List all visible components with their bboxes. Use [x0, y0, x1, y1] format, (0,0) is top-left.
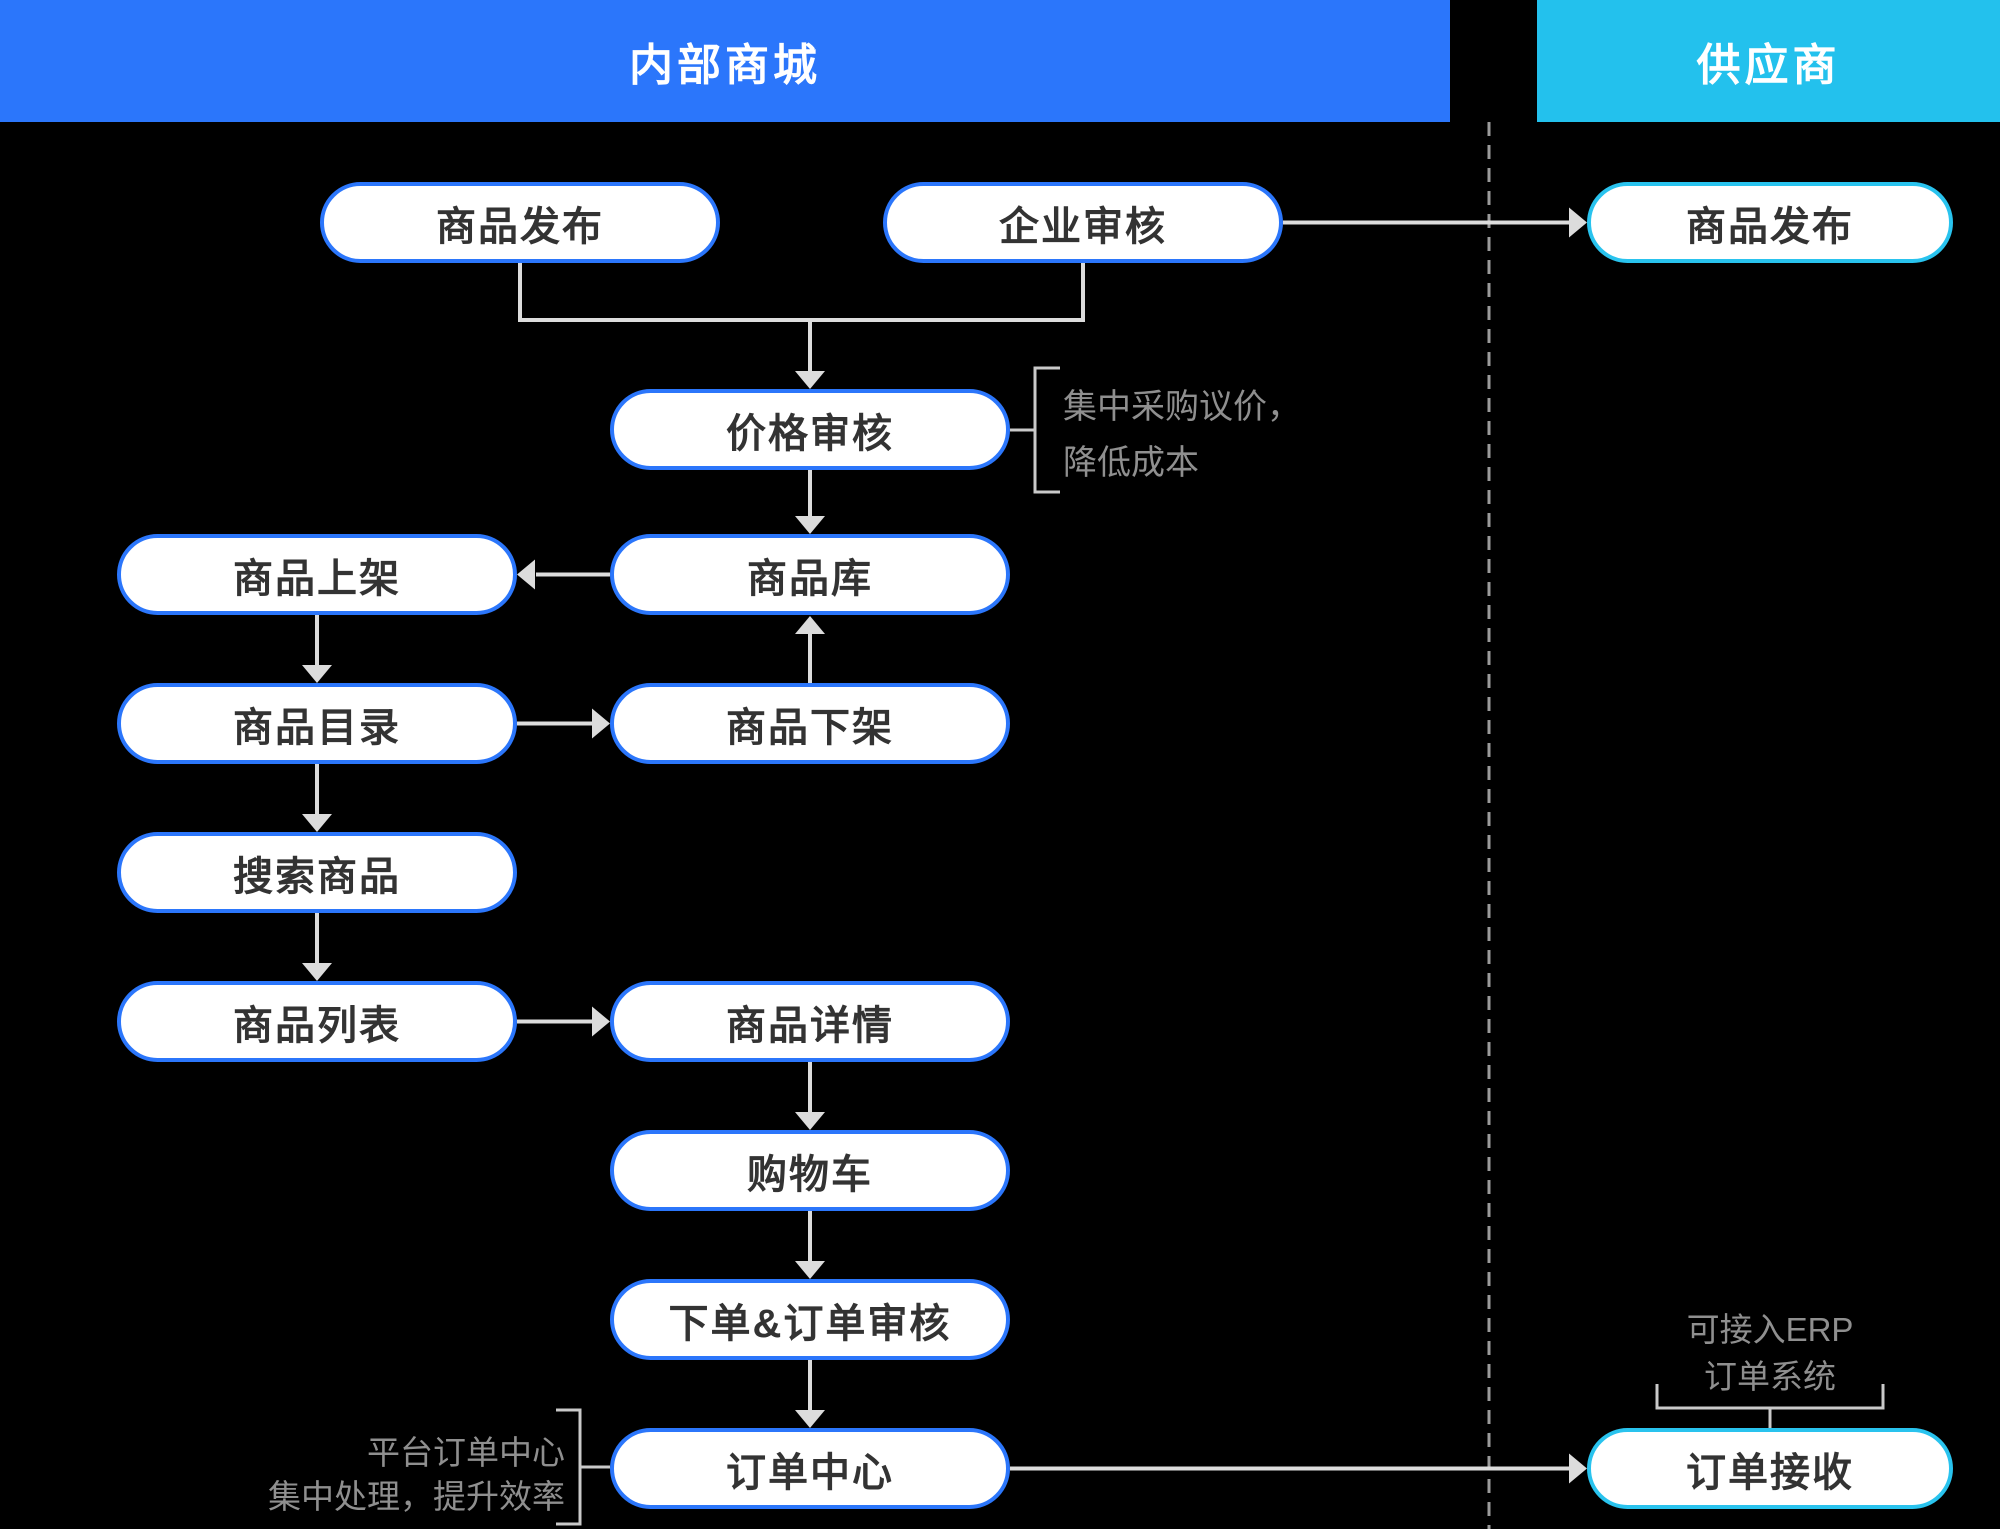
header-supplier-title: 供应商	[1696, 41, 1841, 90]
note-price-review-line1: 集中采购议价，	[1063, 388, 1301, 426]
note-order-center-line1: 平台订单中心	[367, 1434, 565, 1471]
node-shopping-cart-label: 购物车	[747, 1152, 873, 1197]
arrowhead-to-receive-icon	[1569, 1453, 1587, 1484]
node-product-list-label: 商品列表	[233, 1003, 401, 1048]
node-publish-internal-label: 商品发布	[436, 204, 604, 249]
node-product-library-label: 商品库	[747, 556, 873, 601]
node-enterprise-review-label: 企业审核	[999, 204, 1167, 249]
bracket-order-center-note	[556, 1408, 610, 1526]
node-publish-internal[interactable]: 商品发布	[320, 182, 720, 263]
arrowhead-to-supplier-publish-icon	[1569, 207, 1587, 238]
node-product-detail[interactable]: 商品详情	[610, 981, 1010, 1062]
header-internal-mall: 内部商城	[0, 0, 1450, 122]
node-product-off-shelf-label: 商品下架	[726, 705, 894, 750]
arrowhead-to-onshelf-icon	[517, 559, 535, 590]
arrowhead-to-search-icon	[302, 814, 332, 832]
node-product-list[interactable]: 商品列表	[117, 981, 517, 1062]
node-order-center[interactable]: 订单中心	[610, 1428, 1010, 1509]
note-order-center: 平台订单中心 集中处理，提升效率	[268, 1431, 565, 1519]
node-price-review[interactable]: 价格审核	[610, 389, 1010, 470]
node-order-receive[interactable]: 订单接收	[1587, 1428, 1953, 1509]
arrowhead-to-price-review-icon	[795, 371, 825, 389]
node-order-receive-label: 订单接收	[1686, 1450, 1854, 1495]
node-product-on-shelf-label: 商品上架	[233, 556, 401, 601]
header-supplier: 供应商	[1537, 0, 2000, 122]
node-order-place-review[interactable]: 下单&订单审核	[610, 1279, 1010, 1360]
node-order-center-label: 订单中心	[726, 1450, 894, 1495]
node-product-catalog[interactable]: 商品目录	[117, 683, 517, 764]
node-product-catalog-label: 商品目录	[233, 705, 401, 750]
arrowhead-to-offshelf-icon	[592, 708, 610, 739]
note-erp-line2: 订单系统	[1704, 1358, 1836, 1395]
note-erp-line1: 可接入ERP	[1686, 1311, 1854, 1348]
node-publish-supplier-label: 商品发布	[1686, 204, 1854, 249]
note-price-review: 集中采购议价， 降低成本	[1063, 379, 1301, 491]
node-search-product-label: 搜索商品	[233, 854, 401, 899]
note-order-center-line2: 集中处理，提升效率	[268, 1478, 565, 1515]
node-shopping-cart[interactable]: 购物车	[610, 1130, 1010, 1211]
bracket-erp-note	[1655, 1384, 1885, 1428]
connector-merge-publish-review	[518, 263, 1085, 322]
arrowhead-to-library-icon	[795, 516, 825, 534]
node-enterprise-review[interactable]: 企业审核	[883, 182, 1283, 263]
node-product-on-shelf[interactable]: 商品上架	[117, 534, 517, 615]
arrowhead-to-detail-icon	[592, 1006, 610, 1037]
arrowhead-to-list-icon	[302, 963, 332, 981]
arrowhead-offshelf-up-icon	[795, 616, 825, 634]
arrowhead-to-cart-icon	[795, 1112, 825, 1130]
node-product-detail-label: 商品详情	[726, 1003, 894, 1048]
node-product-library[interactable]: 商品库	[610, 534, 1010, 615]
node-order-place-review-label: 下单&订单审核	[668, 1301, 952, 1346]
arrowhead-to-placeorder-icon	[795, 1261, 825, 1279]
node-publish-supplier[interactable]: 商品发布	[1587, 182, 1953, 263]
bracket-price-note	[1010, 366, 1060, 494]
note-price-review-line2: 降低成本	[1063, 444, 1199, 482]
node-product-off-shelf[interactable]: 商品下架	[610, 683, 1010, 764]
note-erp: 可接入ERP 订单系统	[1587, 1306, 1953, 1400]
arrowhead-to-center-icon	[795, 1410, 825, 1428]
node-price-review-label: 价格审核	[726, 411, 894, 456]
node-search-product[interactable]: 搜索商品	[117, 832, 517, 913]
arrowhead-to-catalog-icon	[302, 665, 332, 683]
header-internal-mall-title: 内部商城	[629, 41, 821, 90]
